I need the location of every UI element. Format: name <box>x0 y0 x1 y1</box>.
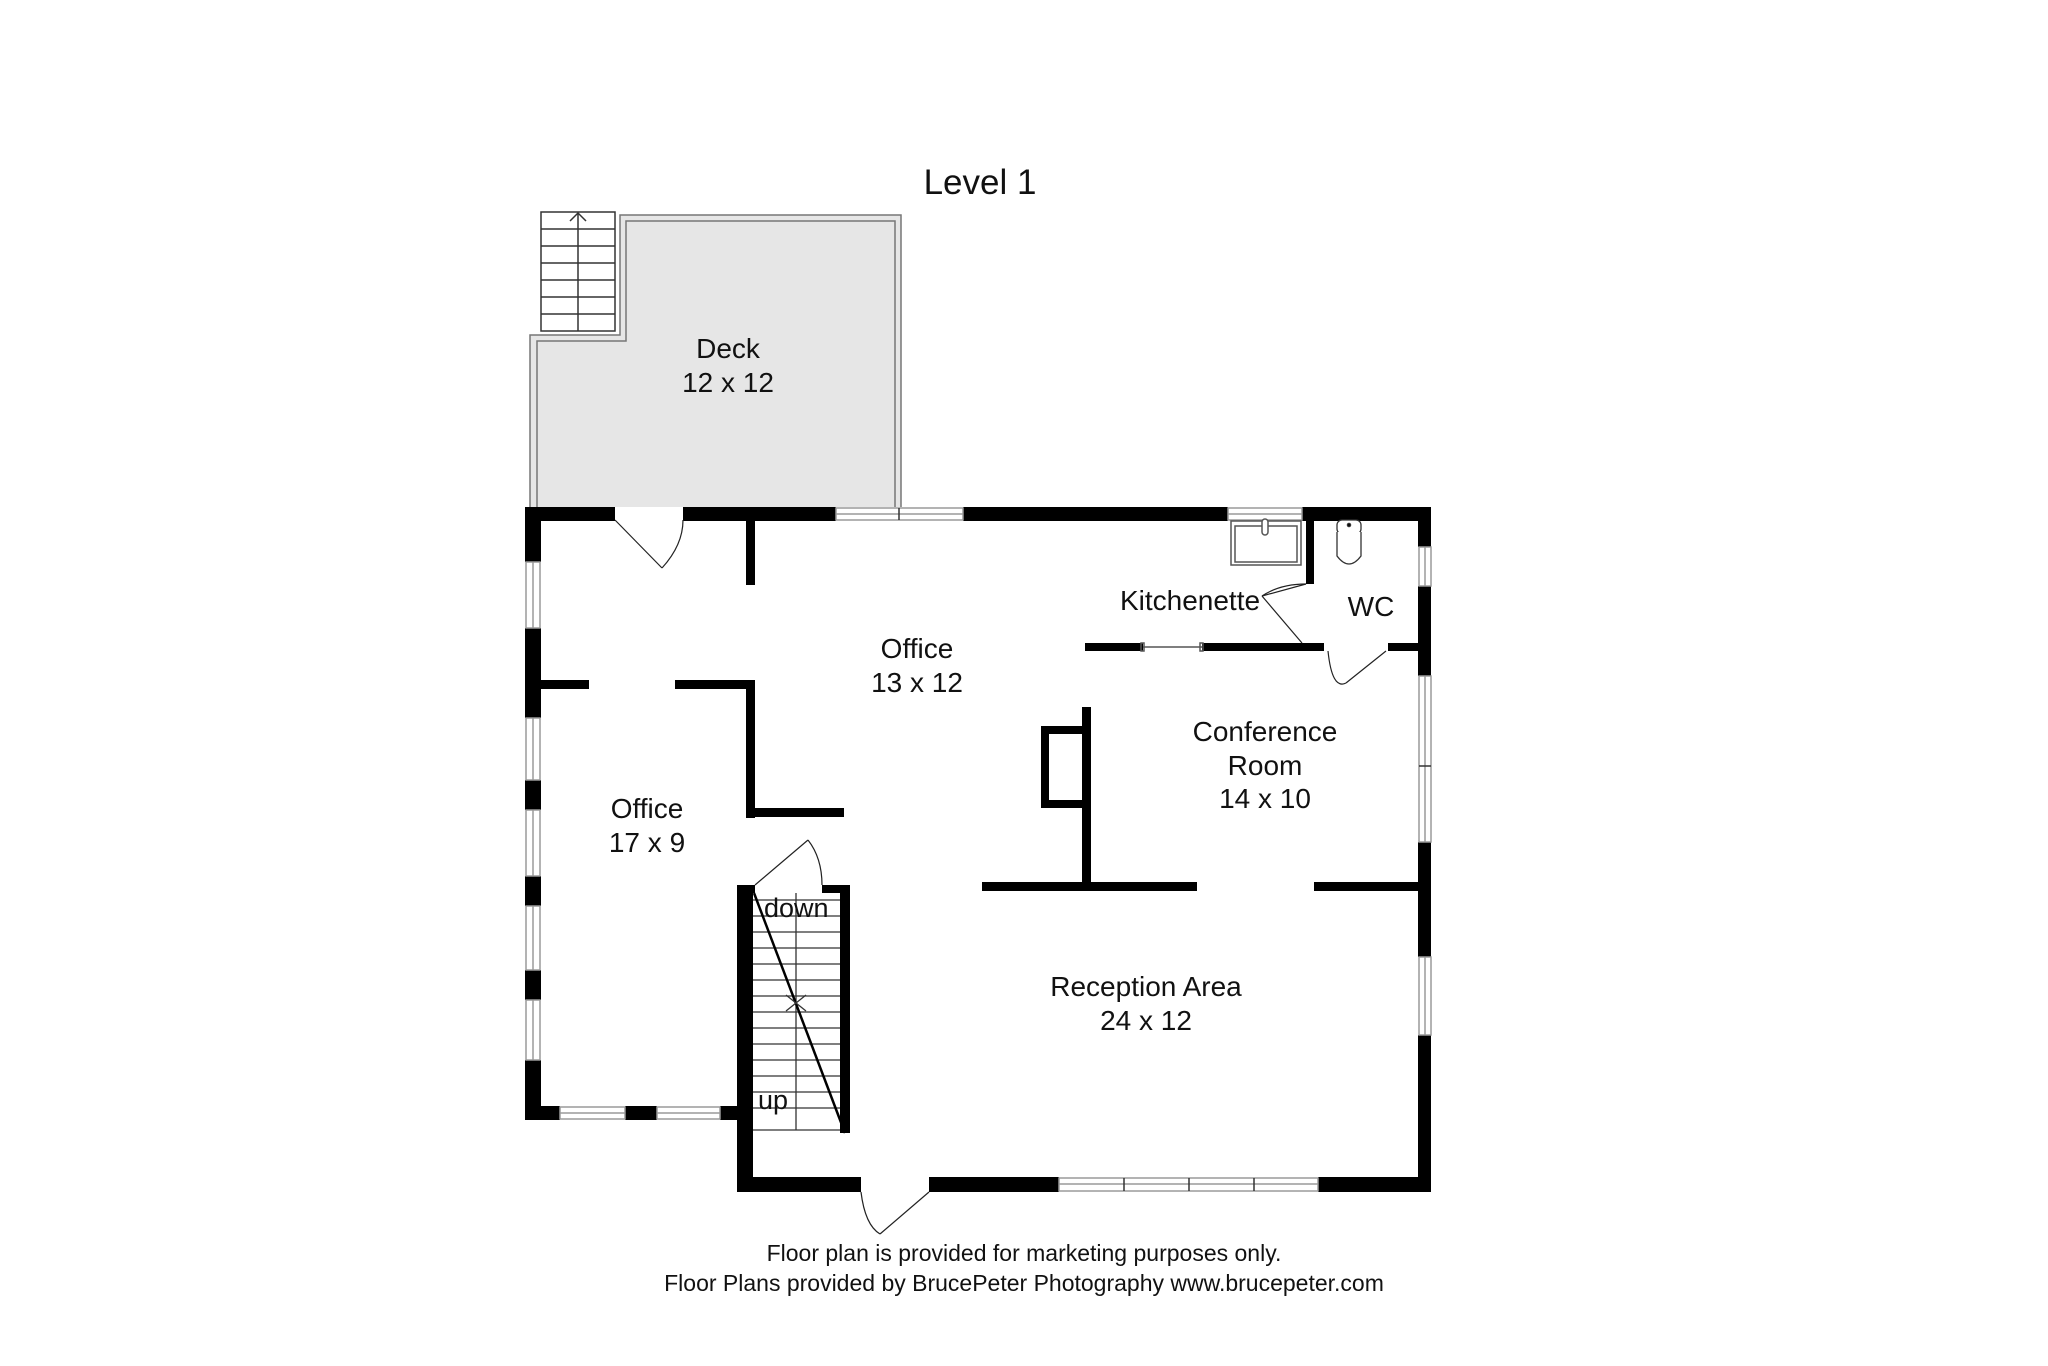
stair-arrow-icon <box>569 211 587 222</box>
room-name: Kitchenette <box>1119 585 1261 616</box>
windows <box>525 507 1432 1192</box>
room-label-deck: Deck 12 x 12 <box>682 332 774 399</box>
stairs-up-label: up <box>758 1085 789 1115</box>
room-label-conference-room: Conference Room 14 x 10 <box>1193 715 1338 816</box>
room-label-kitchenette: Kitchenette <box>1120 584 1260 618</box>
room-name: WC <box>1347 591 1395 622</box>
footer-line-2: Floor Plans provided by BrucePeter Photo… <box>664 1270 1384 1296</box>
room-name: Office <box>610 793 684 824</box>
footer-line-1: Floor plan is provided for marketing pur… <box>766 1240 1282 1266</box>
deck-stairs <box>540 211 616 332</box>
kitchen-sink-icon <box>1230 518 1302 566</box>
door-swings <box>614 519 1387 1235</box>
room-label-reception-area: Reception Area 24 x 12 <box>1050 970 1241 1037</box>
room-dimensions: 24 x 12 <box>1100 1004 1192 1036</box>
exterior-walls <box>525 507 1431 1192</box>
room-dimensions: 12 x 12 <box>682 366 774 398</box>
room-label-office-west: Office 17 x 9 <box>609 792 685 859</box>
room-name: Reception Area <box>1050 971 1242 1002</box>
footer-disclaimer: Floor plan is provided for marketing pur… <box>664 1238 1384 1298</box>
room-name: Office <box>880 633 954 664</box>
room-dimensions: 14 x 10 <box>1219 783 1311 815</box>
room-name: Deck <box>696 333 760 364</box>
room-label-wc: WC <box>1348 590 1395 624</box>
room-name-line1: Conference <box>1192 716 1338 747</box>
room-name-line2: Room <box>1227 749 1303 781</box>
room-dimensions: 17 x 9 <box>608 826 686 858</box>
room-label-office-north: Office 13 x 12 <box>871 632 963 699</box>
stairs-down-label: down <box>764 893 829 923</box>
deck-area <box>529 214 902 507</box>
toilet-icon <box>1336 519 1362 565</box>
interior-stairs <box>752 892 847 1134</box>
plan-title: Level 1 <box>923 163 1037 202</box>
interior-walls <box>541 519 1418 1133</box>
room-dimensions: 13 x 12 <box>871 666 963 698</box>
sliding-door <box>1140 642 1204 652</box>
